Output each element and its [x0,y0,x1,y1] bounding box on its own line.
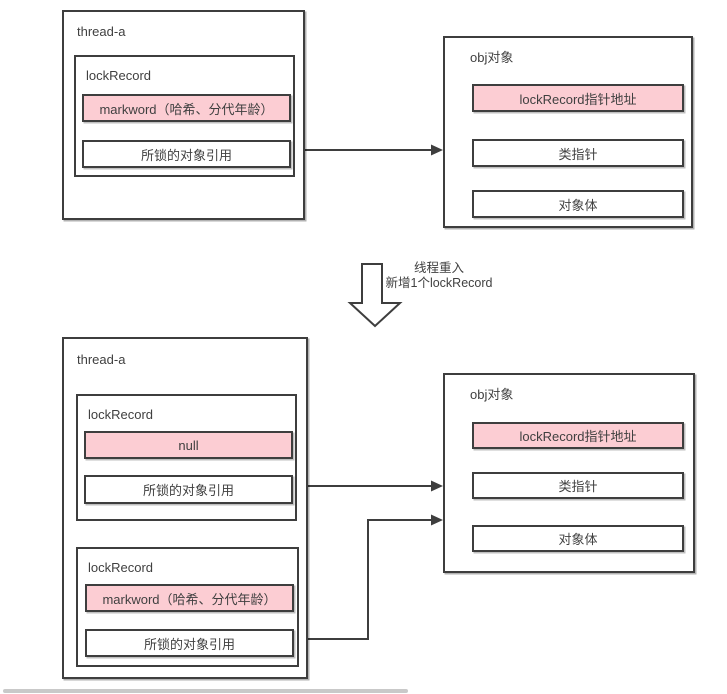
lock-record-title: lockRecord [86,68,152,83]
arrow-bottom-lockrecord1-to-obj [290,480,443,492]
thread-a-box-top: thread-a lockRecord markword（哈希、分代年龄） 所锁… [62,10,305,220]
class-pointer-cell: 类指针 [472,472,684,499]
obj-title: obj对象 [470,50,514,65]
obj-title: obj对象 [470,387,514,402]
lock-record-title: lockRecord [88,560,154,575]
object-body-cell: 对象体 [472,525,684,552]
arrow-bottom-lockrecord2-to-obj [290,514,443,640]
markword-cell: markword（哈希、分代年龄） [85,584,294,612]
markword-null-cell: null [84,431,293,459]
obj-box-bottom: obj对象 lockRecord指针地址 类指针 对象体 [443,373,695,573]
transition-line2: 新增1个lockRecord [385,276,493,290]
locked-object-ref-cell: 所锁的对象引用 [84,475,293,504]
lock-record-box-1: lockRecord null 所锁的对象引用 [76,394,297,521]
markword-cell: markword（哈希、分代年龄） [82,94,291,122]
obj-box-top: obj对象 lockRecord指针地址 类指针 对象体 [443,36,693,228]
class-pointer-cell: 类指针 [472,139,684,167]
horizontal-scrollbar-thumb[interactable] [3,689,408,693]
transition-line1: 线程重入 [413,261,464,275]
thread-a-box-bottom: thread-a lockRecord null 所锁的对象引用 lockRec… [62,337,308,679]
transition-annotation: 线程重入 新增1个lockRecord [377,261,501,291]
lock-record-title: lockRecord [88,407,154,422]
lock-record-box-2: lockRecord markword（哈希、分代年龄） 所锁的对象引用 [76,547,299,667]
lockrecord-pointer-cell: lockRecord指针地址 [472,84,684,112]
lockrecord-pointer-cell: lockRecord指针地址 [472,422,684,449]
locked-object-ref-cell: 所锁的对象引用 [82,140,291,168]
lock-record-box: lockRecord markword（哈希、分代年龄） 所锁的对象引用 [74,55,295,177]
thread-a-title: thread-a [77,352,126,367]
thread-a-title: thread-a [77,24,126,39]
object-body-cell: 对象体 [472,190,684,218]
arrow-top-objref-to-obj [287,144,443,156]
locked-object-ref-cell: 所锁的对象引用 [85,629,294,657]
block-down-arrow-icon [347,263,403,328]
